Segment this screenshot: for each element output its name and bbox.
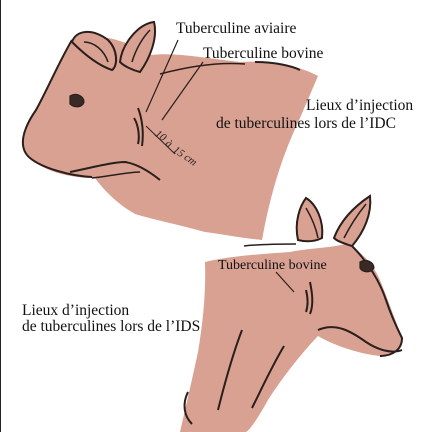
label-bovine-tuberculin-bottom: Tuberculine bovine — [218, 257, 327, 274]
label-ids-line1: Lieux d’injection — [22, 302, 129, 319]
bottom-head-ear-left — [297, 198, 323, 241]
bottom-head-neck-top — [244, 244, 296, 246]
label-idc-line1: Lieux d’injection — [306, 97, 413, 114]
bottom-head-eye — [360, 260, 374, 271]
label-bovine-tuberculin-top: Tuberculine bovine — [203, 45, 323, 62]
label-ids-line2: de tuberculines lors de l’IDS — [22, 318, 200, 335]
label-idc-line2: de tuberculines lors de l’IDC — [216, 115, 396, 132]
label-avian-tuberculin: Tuberculine aviaire — [176, 20, 296, 37]
top-head-eye — [70, 94, 84, 106]
bottom-head-ear-right — [334, 196, 370, 246]
